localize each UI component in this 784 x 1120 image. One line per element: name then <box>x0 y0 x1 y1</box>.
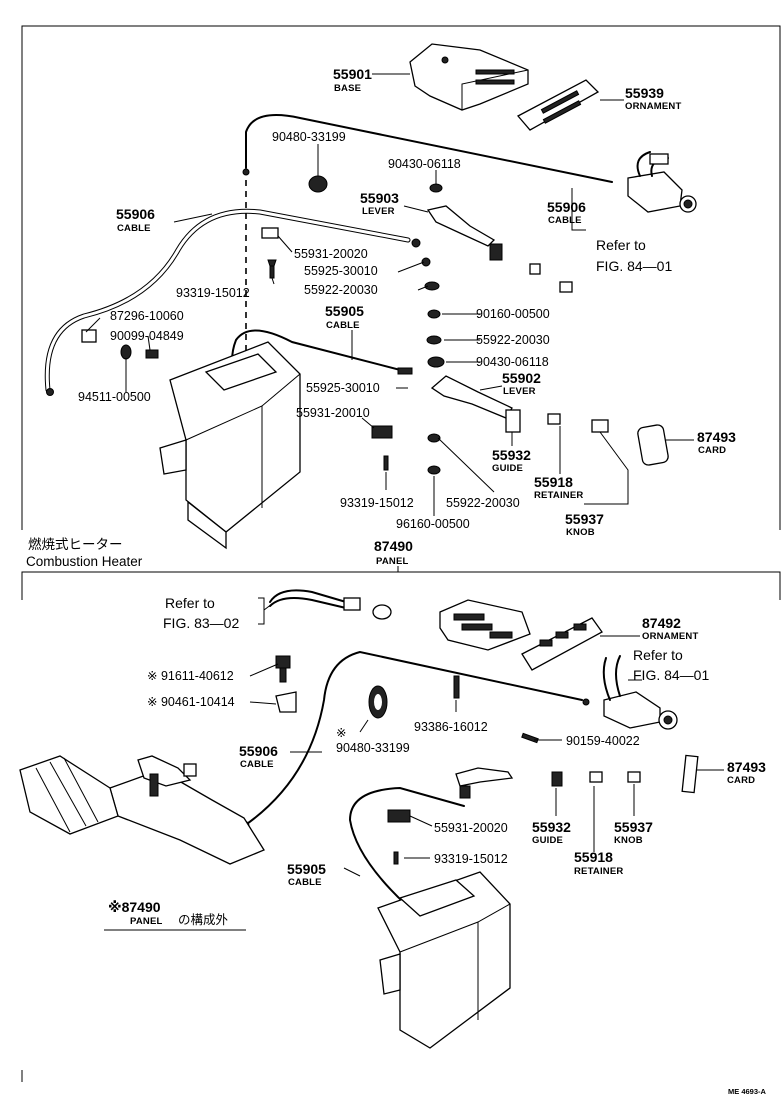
refer-a-line1: Refer to <box>596 237 646 253</box>
label-90480-33199: 90480-33199 <box>272 130 346 144</box>
label-retainer-bottom: RETAINER <box>574 866 623 877</box>
refer-a-line2: FIG. 84—01 <box>596 258 672 274</box>
switch-assembly-top <box>627 151 697 213</box>
label-55922-20030-a: 55922-20030 <box>304 283 378 297</box>
label-55931-20010: 55931-20010 <box>296 406 370 420</box>
section-title-jp: 燃焼式ヒーター <box>28 536 123 552</box>
label-87493-top: 87493 <box>697 429 736 445</box>
label-90480-33199-bottom: 90480-33199 <box>336 741 410 755</box>
label-ornament-bottom: ORNAMENT <box>642 631 699 642</box>
label-card-top: CARD <box>698 445 726 456</box>
label-55906-left: 55906 <box>116 206 155 222</box>
label-lever: LEVER <box>362 206 395 217</box>
label-55937-top: 55937 <box>565 511 604 527</box>
label-55906-right: 55906 <box>547 199 586 215</box>
section-title-en: Combustion Heater <box>26 554 143 569</box>
label-87492: 87492 <box>642 615 681 631</box>
label-55925-30010: 55925-30010 <box>304 264 378 278</box>
note-line2-a: PANEL <box>130 916 163 927</box>
label-93319-15012-b: 93319-15012 <box>340 496 414 510</box>
refer-b-line2: FIG. 83—02 <box>163 615 239 631</box>
label-cable-right: CABLE <box>548 215 582 226</box>
label-ornament: ORNAMENT <box>625 101 682 112</box>
label-90430-06118: 90430-06118 <box>388 157 461 171</box>
lever2-part <box>430 375 521 433</box>
label-55906-bottom: 55906 <box>239 743 278 759</box>
label-90099-04849: 90099-04849 <box>110 329 184 343</box>
label-90430-06118-b: 90430-06118 <box>476 355 549 369</box>
base-part-bottom <box>439 599 531 651</box>
switch-assembly-bottom <box>602 655 678 730</box>
label-96160-00500: 96160-00500 <box>396 517 470 531</box>
footer-code: ME 4693-A <box>728 1087 767 1096</box>
label-87296-10060: 87296-10060 <box>110 309 184 323</box>
label-cable-bottom-b: CABLE <box>288 877 322 888</box>
label-55925-30010-b: 55925-30010 <box>306 381 380 395</box>
cable-bottom-long <box>243 650 583 827</box>
ornament-part-bottom <box>521 617 603 671</box>
grommet-part <box>308 175 328 193</box>
label-93319-15012-a: 93319-15012 <box>176 286 250 300</box>
label-55905-bottom: 55905 <box>287 861 326 877</box>
refer-c-line1: Refer to <box>633 647 683 663</box>
combustion-heater-body <box>19 755 265 865</box>
label-cable-mid: CABLE <box>326 320 360 331</box>
label-90160-00500: 90160-00500 <box>476 307 550 321</box>
label-55937-bottom: 55937 <box>614 819 653 835</box>
label-91611-40612: ※ 91611-40612 <box>147 669 234 683</box>
label-guide-top: GUIDE <box>492 463 523 474</box>
label-55918-top: 55918 <box>534 474 573 490</box>
frame-top <box>21 25 781 530</box>
label-cable-left: CABLE <box>117 223 151 234</box>
label-retainer-top: RETAINER <box>534 490 583 501</box>
label-55932-top: 55932 <box>492 447 531 463</box>
label-55903: 55903 <box>360 190 399 206</box>
label-guide-bottom: GUIDE <box>532 835 563 846</box>
label-cable-bottom-a: CABLE <box>240 759 274 770</box>
note-line1: ※87490 <box>108 899 161 915</box>
label-55918-bottom: 55918 <box>574 849 613 865</box>
label-90461-10414: ※ 90461-10414 <box>147 695 235 709</box>
label-90159-40022: 90159-40022 <box>566 734 640 748</box>
refer-c-line2: FIG. 84—01 <box>633 667 709 683</box>
label-55932-bottom: 55932 <box>532 819 571 835</box>
refer-b-line1: Refer to <box>165 595 215 611</box>
lever-part <box>426 205 573 293</box>
label-panel: PANEL <box>376 556 409 567</box>
bolt2-mark: ※ <box>336 726 346 740</box>
label-55901: 55901 <box>333 66 372 82</box>
label-base: BASE <box>334 83 361 94</box>
label-55931-20020: 55931-20020 <box>294 247 368 261</box>
labels-top: 55901 BASE 55939 ORNAMENT 90480-33199 90… <box>78 66 736 538</box>
label-55931-20020-bottom: 55931-20020 <box>434 821 508 835</box>
heater-housing-top <box>159 341 301 550</box>
label-93386-16012: 93386-16012 <box>414 720 488 734</box>
label-87490: 87490 <box>374 538 413 554</box>
label-93319-15012-bottom: 93319-15012 <box>434 852 508 866</box>
label-55902: 55902 <box>502 370 541 386</box>
base-part <box>409 43 529 111</box>
labels-bottom: Refer to FIG. 83—02 87492 ORNAMENT Refer… <box>104 595 766 931</box>
label-lever2: LEVER <box>503 386 536 397</box>
label-55939: 55939 <box>625 85 664 101</box>
label-card-bottom: CARD <box>727 775 755 786</box>
label-55905: 55905 <box>325 303 364 319</box>
label-knob-bottom: KNOB <box>614 835 643 846</box>
label-55922-20030-b: 55922-20030 <box>476 333 550 347</box>
label-87493-bottom: 87493 <box>727 759 766 775</box>
wiring-plug <box>269 589 392 620</box>
heater-housing-bottom <box>377 871 511 1049</box>
label-55922-20030-c: 55922-20030 <box>446 496 520 510</box>
ornament-part <box>516 79 600 131</box>
note-line2-b: の構成外 <box>178 913 229 927</box>
label-knob-top: KNOB <box>566 527 595 538</box>
label-94511-00500: 94511-00500 <box>78 390 151 404</box>
cable-top-long <box>245 114 613 183</box>
frame-bottom <box>21 571 781 600</box>
